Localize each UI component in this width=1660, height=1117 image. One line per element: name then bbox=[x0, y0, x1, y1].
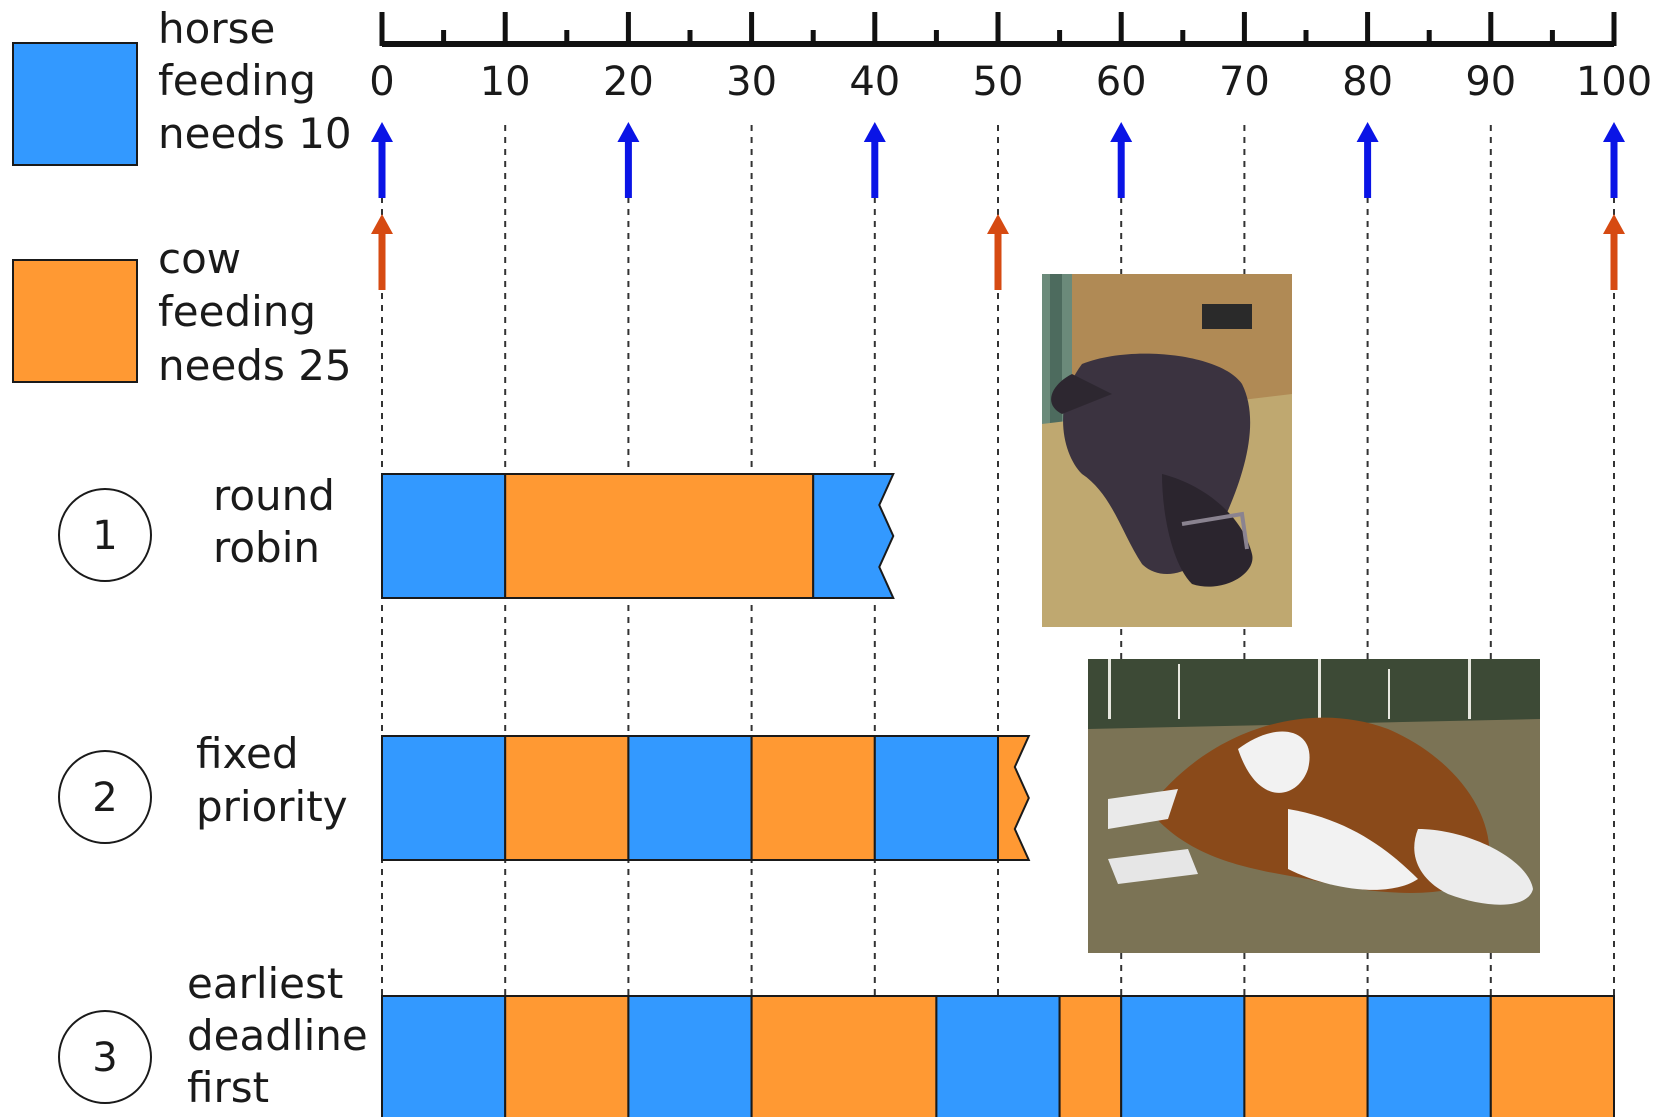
policy-3-segment-cow-1 bbox=[504, 995, 630, 1117]
policy-2-label-line-2: priority bbox=[196, 782, 348, 831]
tick-label-0: 0 bbox=[369, 59, 394, 105]
timeline-axis: 0 10 20 30 40 50 60 70 80 90 100 bbox=[369, 12, 1652, 105]
horse-request-arrows bbox=[371, 122, 1625, 198]
legend-horse-swatch bbox=[12, 42, 138, 166]
cow-arrow-icon-100 bbox=[1603, 214, 1625, 290]
policy-1-segment-cow-1 bbox=[504, 473, 815, 599]
policy-3-segment-horse-8 bbox=[1366, 995, 1492, 1117]
policy-3-segment-horse-6 bbox=[1120, 995, 1246, 1117]
policy-2-schedule bbox=[381, 735, 1031, 861]
policy-1-label-line-2: robin bbox=[213, 523, 320, 572]
policy-3-segment-cow-7 bbox=[1243, 995, 1369, 1117]
tick-label-40: 40 bbox=[849, 59, 900, 105]
policy-3-segment-cow-5 bbox=[1058, 995, 1123, 1117]
tick-label-80: 80 bbox=[1342, 59, 1393, 105]
tick-label-10: 10 bbox=[480, 59, 531, 105]
policy-2-segment-horse-2 bbox=[627, 735, 753, 861]
legend-horse-line-3: needs 10 bbox=[158, 109, 352, 158]
tick-label-20: 20 bbox=[603, 59, 654, 105]
policy-1-segment-horse-0 bbox=[381, 473, 507, 599]
policy-3-label-line-3: first bbox=[187, 1063, 269, 1112]
policy-1-schedule bbox=[381, 473, 895, 599]
cow-request-arrows bbox=[371, 214, 1625, 290]
horse-arrow-icon-0 bbox=[371, 122, 393, 198]
policy-2-segment-cow-1 bbox=[504, 735, 630, 861]
policy-2-number-circle bbox=[58, 750, 152, 844]
policy-2-label-line-1: fixed bbox=[196, 729, 299, 778]
policy-2-segment-cow-3 bbox=[750, 735, 876, 861]
policy-1-number-circle bbox=[58, 488, 152, 582]
policy-3-number: 3 bbox=[92, 1035, 117, 1081]
policy-1-label-line-1: round bbox=[213, 471, 335, 520]
horse-arrow-icon-20 bbox=[617, 122, 640, 198]
policy-3-label: 3 earliest deadline first bbox=[58, 959, 368, 1112]
policy-3-label-line-2: deadline bbox=[187, 1011, 368, 1060]
policy-2-segment-horse-0 bbox=[381, 735, 507, 861]
horse-arrow-icon-80 bbox=[1356, 122, 1379, 198]
policy-2-label: 2 fixed priority bbox=[58, 729, 348, 844]
legend-cow-line-1: cow bbox=[158, 234, 241, 283]
legend-cow-line-2: feeding bbox=[158, 287, 316, 336]
policy-3-label-line-1: earliest bbox=[187, 959, 343, 1008]
policy-2-segment-horse-4 bbox=[873, 735, 999, 861]
legend-horse-line-1: horse bbox=[158, 4, 275, 53]
tick-label-60: 60 bbox=[1096, 59, 1147, 105]
tick-label-30: 30 bbox=[726, 59, 777, 105]
legend-cow-line-3: needs 25 bbox=[158, 341, 352, 390]
policy-3-segment-cow-9 bbox=[1489, 995, 1615, 1117]
policy-3-segment-cow-3 bbox=[750, 995, 938, 1117]
tick-label-100: 100 bbox=[1576, 59, 1652, 105]
dead-cow-photo bbox=[1088, 659, 1540, 953]
horse-arrow-icon-60 bbox=[1110, 122, 1133, 198]
dead-horse-photo bbox=[1042, 274, 1292, 627]
legend: horse feeding needs 10 cow feeding needs… bbox=[12, 4, 352, 390]
policy-3-schedule bbox=[381, 995, 1615, 1117]
tick-label-50: 50 bbox=[973, 59, 1024, 105]
policy-1-segment-horse-2 bbox=[812, 473, 895, 599]
policy-3-segment-horse-0 bbox=[381, 995, 507, 1117]
schedule-bars bbox=[381, 473, 1615, 1117]
policy-1-number: 1 bbox=[92, 513, 117, 559]
legend-horse-line-2: feeding bbox=[158, 56, 316, 105]
horse-arrow-icon-40 bbox=[863, 122, 886, 198]
policy-3-segment-horse-2 bbox=[627, 995, 753, 1117]
policy-2-number: 2 bbox=[92, 775, 117, 821]
cow-arrow-icon-50 bbox=[987, 214, 1009, 290]
legend-cow-swatch bbox=[12, 259, 138, 383]
tick-label-90: 90 bbox=[1465, 59, 1516, 105]
policy-3-number-circle bbox=[58, 1010, 152, 1104]
tick-label-70: 70 bbox=[1219, 59, 1270, 105]
cow-arrow-icon-0 bbox=[371, 214, 393, 290]
policy-1-label: 1 round robin bbox=[58, 471, 335, 582]
horse-arrow-icon-100 bbox=[1603, 122, 1625, 198]
policy-3-segment-horse-4 bbox=[935, 995, 1061, 1117]
policy-2-segment-cow-5 bbox=[997, 735, 1031, 861]
